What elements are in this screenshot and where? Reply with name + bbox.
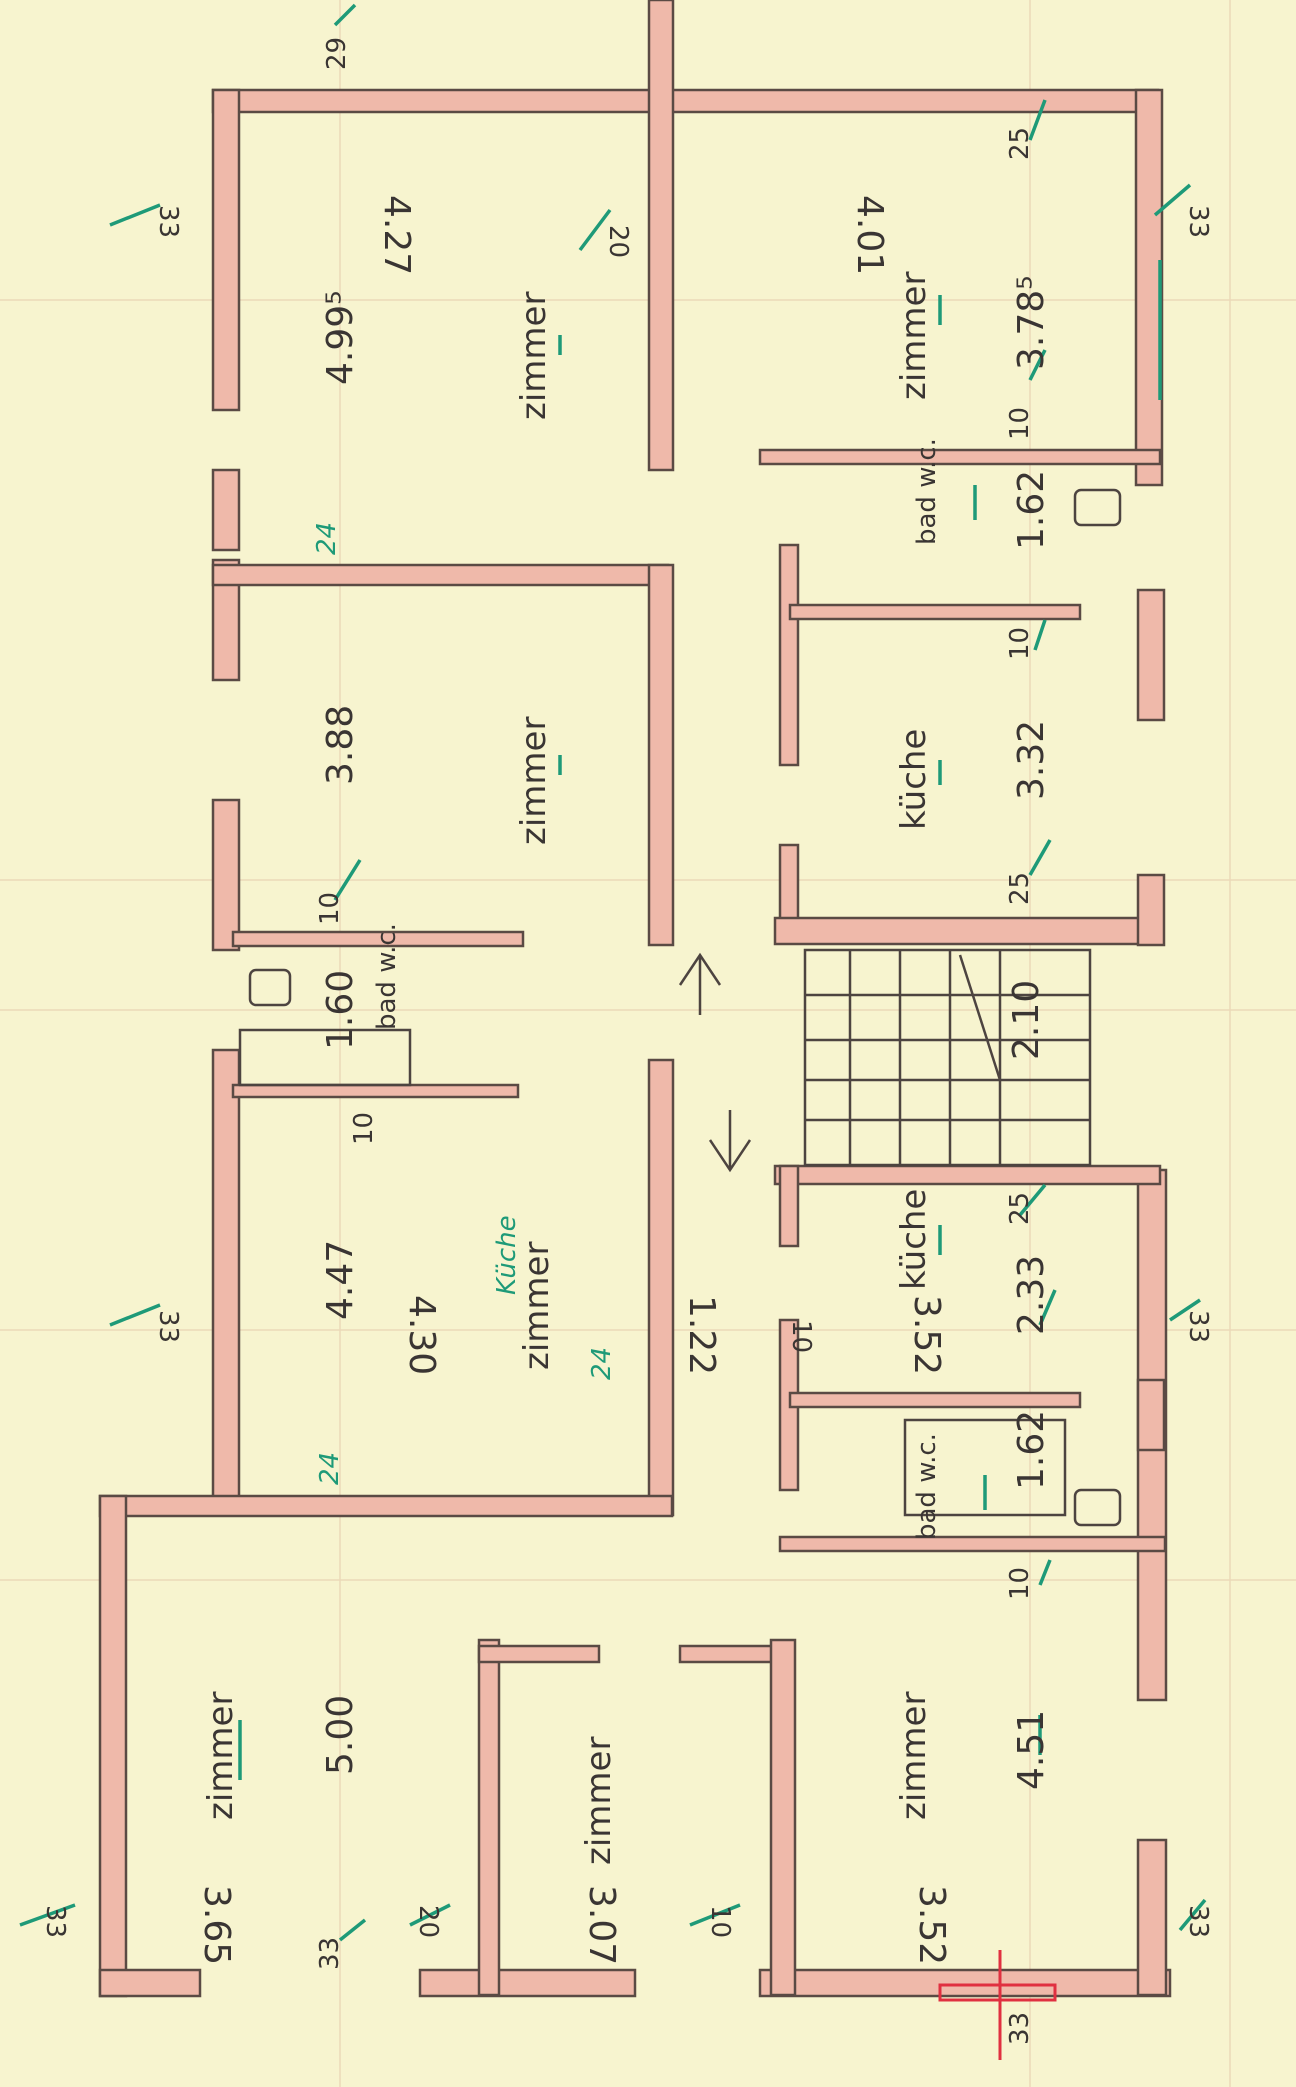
room-width: 4.51 [1011, 1710, 1052, 1790]
room-label: zimmer [514, 717, 554, 845]
room-width: 4.47 [320, 1240, 361, 1320]
correction-mark [938, 1950, 1057, 2060]
room-label: zimmer [201, 1692, 241, 1820]
wall-dimension: 25 [1005, 127, 1035, 160]
wall-dimension: 25 [1005, 872, 1035, 905]
staircase [678, 948, 1092, 1173]
room-width: 3.32 [1011, 720, 1052, 800]
wall-dimension: 29 [322, 37, 352, 70]
wall-dimension: 10 [705, 1905, 735, 1938]
wall-dimension: 24 [315, 1452, 345, 1485]
room-label: bad w.c. [912, 438, 942, 545]
room-label: zimmer [579, 1737, 619, 1865]
wall-dimension: 10 [1005, 1567, 1035, 1600]
wall-dimension: 10 [1005, 407, 1035, 440]
room-width: 5.00 [320, 1695, 361, 1775]
wall-dimension: 10 [349, 1112, 379, 1145]
wall-dimension: 25 [1005, 1192, 1035, 1225]
wall-dimension: 24 [587, 1347, 617, 1380]
room-label: bad w.c. [912, 1433, 942, 1540]
room-label: küche [894, 729, 934, 830]
room-depth: 3.52 [906, 1295, 947, 1375]
room-width: 4.99⁵ [320, 290, 361, 385]
corridor-width: 1.22 [681, 1295, 722, 1375]
room-depth: 3.07 [581, 1885, 622, 1965]
wall-dimension: 10 [786, 1320, 816, 1353]
room-depth: 4.27 [376, 195, 417, 275]
room-depth: 3.52 [911, 1885, 952, 1965]
wall-dimension: 33 [153, 1310, 183, 1343]
room-depth: 4.01 [849, 195, 890, 275]
stair-width: 2.10 [1006, 980, 1047, 1060]
wall-dimension: 33 [1183, 1310, 1213, 1343]
room-label: zimmer [894, 1692, 934, 1820]
wall-dimension: 33 [315, 1937, 345, 1970]
room-label: küche [894, 1189, 934, 1290]
wall-dimension: 33 [153, 205, 183, 238]
wall-dimension: 33 [1005, 2012, 1035, 2045]
wall-dimension: 20 [603, 225, 633, 258]
wall-dimension: 33 [1183, 1905, 1213, 1938]
check-marks [19, 3, 1207, 1942]
walls [98, 0, 1172, 1998]
wall-dimension: 10 [1005, 627, 1035, 660]
wall-dimension: 33 [40, 1905, 70, 1938]
room-width: 1.60 [320, 970, 361, 1050]
wall-dimension: 33 [1183, 205, 1213, 238]
room-width: 2.33 [1011, 1255, 1052, 1335]
room-width: 3.78⁵ [1011, 275, 1052, 370]
room-label: bad w.c. [372, 923, 402, 1030]
wall-dimension: 20 [413, 1905, 443, 1938]
room-depth: 3.65 [196, 1885, 237, 1965]
fixtures [238, 488, 1122, 1527]
room-label: zimmer [517, 1242, 557, 1370]
room-label: zimmer [514, 292, 554, 420]
wall-dimension: 24 [312, 522, 342, 555]
room-annotation: Küche [492, 1215, 522, 1295]
room-width: 3.88 [320, 705, 361, 785]
room-label: zimmer [894, 272, 934, 400]
wall-dimension: 10 [315, 892, 345, 925]
room-width: 1.62 [1011, 470, 1052, 550]
room-depth: 4.30 [401, 1295, 442, 1375]
room-width: 1.62 [1011, 1410, 1052, 1490]
